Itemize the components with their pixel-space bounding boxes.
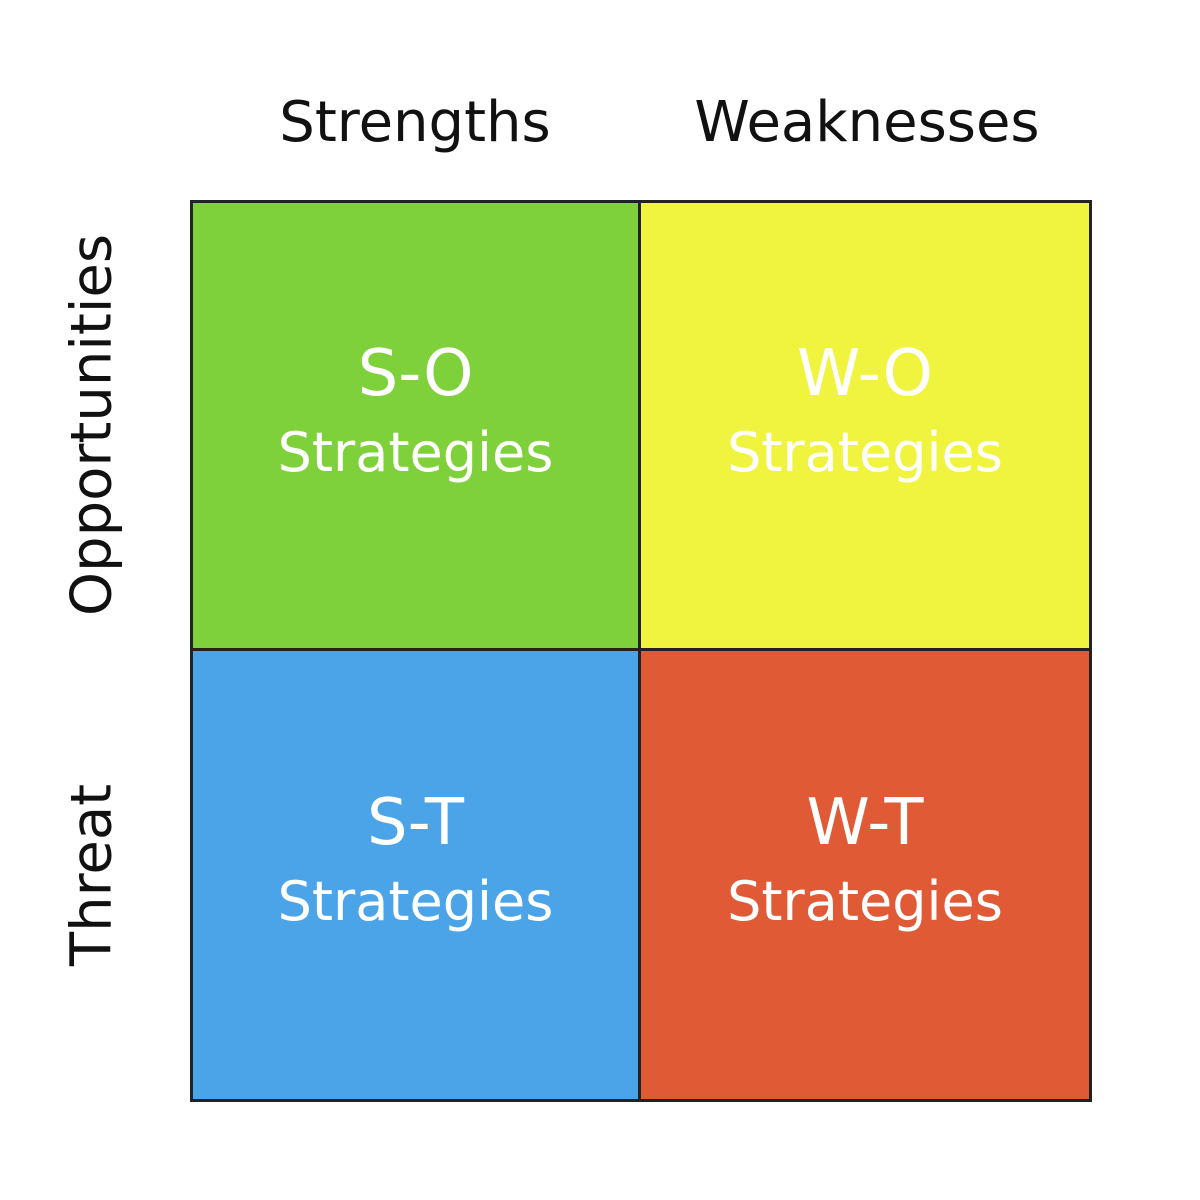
quadrant-label: Strategies [727, 420, 1003, 484]
quadrant-code: S-O [357, 336, 474, 411]
quadrant-so: S-O Strategies [193, 203, 641, 651]
column-header-strengths: Strengths [279, 90, 551, 155]
quadrant-code: W-O [797, 336, 933, 411]
column-header-weaknesses: Weaknesses [694, 90, 1040, 155]
quadrant-wt: W-T Strategies [641, 651, 1089, 1099]
quadrant-code: S-T [367, 786, 464, 860]
quadrant-code: W-T [806, 786, 924, 860]
quadrant-st: S-T Strategies [193, 651, 641, 1099]
row-header-opportunities-label: Opportunities [59, 233, 125, 617]
quadrant-label: Strategies [277, 420, 554, 484]
row-header-threat-label: Threat [59, 783, 125, 967]
quadrant-label: Strategies [277, 870, 554, 933]
tows-matrix: S-O Strategies W-O Strategies S-T Strate… [190, 200, 1092, 1102]
quadrant-label: Strategies [727, 870, 1003, 933]
quadrant-wo: W-O Strategies [641, 203, 1089, 651]
